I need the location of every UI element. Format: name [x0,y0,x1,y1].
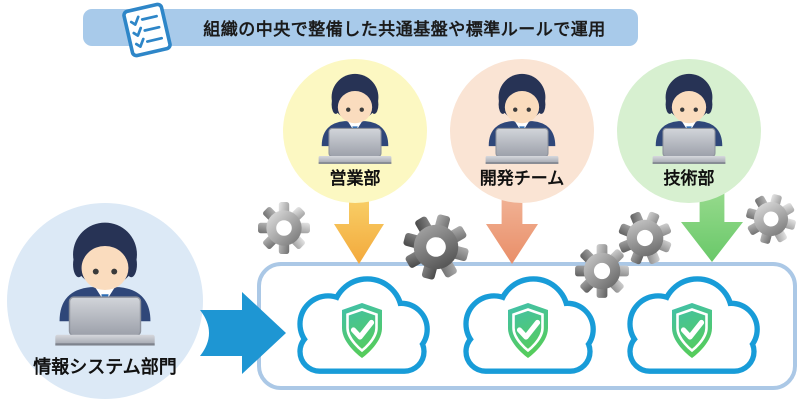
dept-circle-tech: 技術部 [617,59,761,203]
gear-icon [575,244,629,298]
office-worker-at-laptop-icon [485,73,559,165]
dept-label-dev: 開発チーム [479,169,565,188]
dept-label-tech: 技術部 [663,169,715,188]
gear-icon [740,188,802,250]
shield-check-icon [503,301,553,361]
shield-check-icon [667,301,717,361]
dept-label-it-systems: 情報システム部門 [33,357,177,377]
dept-circle-dev: 開発チーム [450,59,594,203]
office-worker-at-laptop-icon [652,73,726,165]
gear-icon [258,202,310,254]
office-worker-at-laptop-icon [318,73,392,165]
dept-circle-sales: 営業部 [283,59,427,203]
policy-banner-text: 組織の中央で整備した共通基盤や標準ルールで運用 [203,20,606,39]
shield-check-icon [337,301,387,361]
checklist-icon [122,2,172,58]
policy-banner: 組織の中央で整備した共通基盤や標準ルールで運用 [83,9,638,46]
dept-circle-it-systems: 情報システム部門 [7,203,203,399]
dept-label-sales: 営業部 [329,169,381,188]
office-worker-at-laptop-icon [54,221,156,347]
flow-arrow [200,292,286,374]
